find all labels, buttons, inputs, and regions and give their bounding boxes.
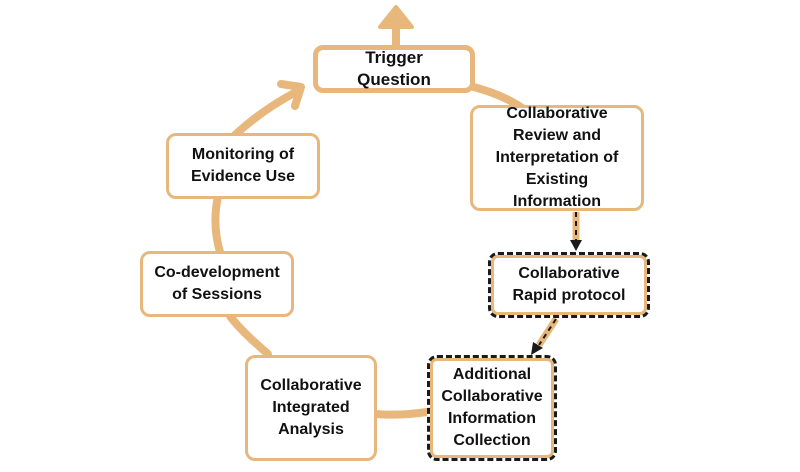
node-monitoring-evidence: Monitoring of Evidence Use — [166, 133, 320, 199]
connector-rapid-to-additional-base — [536, 317, 559, 347]
ring-arc-codev-to-monitoring — [211, 192, 224, 256]
codev-line-1: Co-development — [154, 264, 280, 281]
node-monitoring-evidence-text: Monitoring of Evidence Use — [191, 144, 295, 188]
node-collaborative-review-text: Collaborative Review and Interpretation … — [481, 103, 633, 213]
node-rapid-protocol-text: Collaborative Rapid protocol — [513, 263, 626, 307]
integrated-line-3: Analysis — [278, 421, 344, 438]
ring-arc-integrated-to-codev — [226, 312, 272, 358]
rapid-line-2: Rapid protocol — [512, 287, 626, 304]
integrated-line-1: Collaborative — [260, 377, 362, 394]
review-line-1: Collaborative — [506, 105, 608, 122]
additional-line-3: Information — [447, 410, 536, 427]
node-co-development-text: Co-development of Sessions — [154, 262, 279, 306]
additional-line-2: Collaborative — [441, 388, 543, 405]
additional-line-4: Collection — [453, 432, 531, 449]
additional-line-1: Additional — [452, 366, 532, 383]
monitoring-line-2: Evidence Use — [190, 168, 296, 185]
node-co-development: Co-development of Sessions — [140, 251, 294, 317]
node-trigger-question-label: Trigger Question — [357, 48, 431, 89]
ring-arc-additional-to-integrated — [372, 408, 431, 419]
connector-review-to-rapid-head — [570, 240, 582, 251]
review-line-4: Existing Information — [513, 171, 601, 210]
review-line-2: Review and — [512, 127, 602, 144]
rapid-line-1: Collaborative — [518, 265, 620, 282]
ring-arrowhead-to-trigger — [277, 80, 305, 110]
node-collaborative-review: Collaborative Review and Interpretation … — [470, 105, 644, 211]
codev-line-2: of Sessions — [172, 286, 262, 303]
node-integrated-analysis: Collaborative Integrated Analysis — [245, 355, 377, 461]
node-integrated-analysis-text: Collaborative Integrated Analysis — [260, 375, 361, 441]
connector-rapid-to-additional-head — [531, 342, 543, 355]
integrated-line-2: Integrated — [272, 399, 350, 416]
node-additional-information: Additional Collaborative Information Col… — [427, 355, 557, 461]
ring-arc-monitoring-to-trigger — [231, 88, 300, 139]
node-trigger-question: Trigger Question — [313, 45, 475, 93]
node-rapid-protocol: Collaborative Rapid protocol — [488, 252, 650, 318]
exit-arrow-head — [378, 5, 414, 29]
review-line-3: Interpretation of — [495, 149, 619, 166]
node-additional-information-text: Additional Collaborative Information Col… — [441, 364, 542, 452]
monitoring-line-1: Monitoring of — [191, 146, 295, 163]
